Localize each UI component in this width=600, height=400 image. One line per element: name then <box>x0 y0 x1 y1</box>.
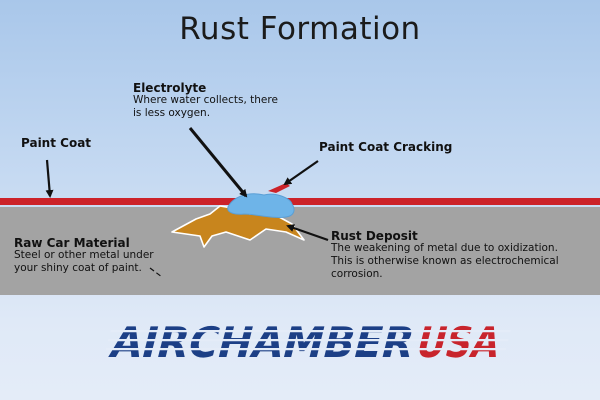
raw-car-material-label: Raw Car Material <box>14 236 130 250</box>
paint-coat-label: Paint Coat <box>21 136 92 150</box>
rust-deposit-label: Rust Deposit <box>331 229 418 243</box>
arrow-raw-material <box>149 267 163 278</box>
electrolyte-description: Where water collects, there is less oxyg… <box>133 94 278 119</box>
arrow-electrolyte <box>188 127 248 198</box>
logo-text-part2: USA <box>411 319 505 368</box>
raw-car-material-description: Steel or other metal under your shiny co… <box>14 249 154 274</box>
arrow-rust-deposit <box>286 224 329 242</box>
electrolyte-label: Electrolyte <box>133 81 207 95</box>
metal-band <box>0 207 600 295</box>
arrow-paint-crack <box>283 160 319 186</box>
airchamber-usa-logo: AIRCHAMBER USA <box>105 319 511 368</box>
paint-coat-cracking-label: Paint Coat Cracking <box>319 140 453 154</box>
paint-crack-flap <box>268 183 290 193</box>
logo-stripes <box>105 330 511 351</box>
water-shape <box>227 193 295 218</box>
logo-text-part1: AIRCHAMBER <box>105 319 419 368</box>
rust-deposit-description: The weakening of metal due to oxidizatio… <box>331 242 559 280</box>
paint-coat-left <box>0 198 240 205</box>
page-title: Rust Formation <box>179 11 421 47</box>
arrow-paint-coat <box>45 159 54 198</box>
paint-coat-right <box>286 198 600 205</box>
